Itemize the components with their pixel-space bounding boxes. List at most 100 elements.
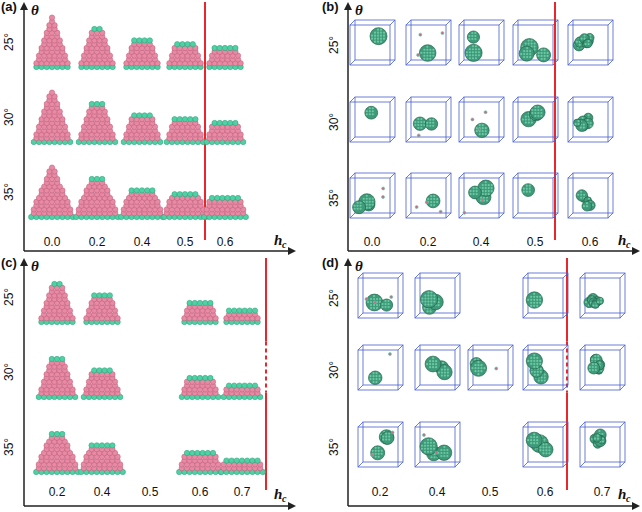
micelle-bead <box>429 52 431 54</box>
theta-axis <box>347 264 349 506</box>
micelle-bead <box>430 201 432 203</box>
micelle-bead <box>474 38 476 40</box>
box-edge <box>455 345 460 350</box>
micelle-bead <box>427 294 429 296</box>
box-back <box>355 97 395 137</box>
wall-bead <box>203 300 208 305</box>
micelle-bead <box>377 41 379 43</box>
micelle-bead <box>427 300 429 302</box>
cone-bead <box>49 90 54 95</box>
micelle-bead <box>371 38 373 40</box>
micelle-bead <box>380 35 382 37</box>
wall-bead <box>229 458 234 463</box>
micelle-bead <box>528 42 530 44</box>
micelle-bead <box>383 32 385 34</box>
wall-bead <box>54 356 59 361</box>
micelle-bead <box>537 55 539 57</box>
micelle-bead <box>366 207 368 209</box>
box-front <box>350 178 390 218</box>
micelle-bead <box>543 58 545 60</box>
box-back <box>585 273 625 313</box>
micelle-bead <box>534 109 536 111</box>
axis-arrowhead <box>288 502 296 510</box>
micelle-bead <box>587 119 589 121</box>
micelle-bead <box>469 48 471 50</box>
micelle-bead <box>469 54 471 56</box>
micelle-bead <box>536 299 538 301</box>
wall-bead <box>187 300 192 305</box>
wall-bead <box>97 368 102 373</box>
hc-axis <box>348 250 634 252</box>
box-edge <box>406 173 411 178</box>
micelle-bead <box>469 57 471 59</box>
micelle-bead <box>583 123 585 125</box>
box-edge <box>459 173 464 178</box>
micelle-bead <box>486 196 488 198</box>
free-molecule <box>417 53 420 56</box>
wall-bead <box>57 281 62 286</box>
micelle-bead <box>577 120 579 122</box>
micelle-bead <box>420 118 422 120</box>
micelle-bead <box>579 44 581 46</box>
micelle-bead <box>526 53 528 55</box>
micelle-bead <box>475 190 477 192</box>
micelle-bead <box>529 188 531 190</box>
box-back <box>355 20 395 60</box>
micelle-bead <box>372 201 374 203</box>
micelle-bead <box>581 117 583 119</box>
micelle-bead <box>529 50 531 52</box>
micelle-bead <box>466 51 468 53</box>
wall-bead <box>147 113 152 118</box>
box-edge <box>446 97 451 102</box>
micelle-bead <box>526 188 528 190</box>
micelle-bead <box>471 38 473 40</box>
wall-bead <box>60 431 65 436</box>
micelle-bead <box>531 112 533 114</box>
wall-bead <box>252 383 257 388</box>
box-edge <box>415 385 420 390</box>
wall-bead <box>197 300 202 305</box>
box-edge <box>568 173 573 178</box>
box-back <box>573 173 613 213</box>
micelle-bead <box>466 54 468 56</box>
micelle-bead <box>534 115 536 117</box>
box-edge <box>459 60 464 65</box>
micelle-bead <box>380 29 382 31</box>
free-molecule <box>415 206 418 209</box>
micelle-bead <box>536 296 538 298</box>
micelle-bead <box>430 204 432 206</box>
wall-bead <box>97 293 102 298</box>
box-back <box>573 20 613 60</box>
micelle-bead <box>580 197 582 199</box>
box-edge <box>358 385 363 390</box>
wall-bead <box>94 101 99 106</box>
free-molecule <box>425 201 428 204</box>
micelle-bead <box>540 112 542 114</box>
micelle-bead <box>366 113 368 115</box>
wall-bead <box>197 375 202 380</box>
micelle-bead <box>376 304 378 306</box>
micelle-bead <box>432 119 434 121</box>
box-front <box>459 178 499 218</box>
axis-arrowhead <box>632 247 640 255</box>
box-edge <box>513 173 518 178</box>
micelle-bead <box>430 291 432 293</box>
wall-bead <box>233 45 238 50</box>
wall-bead <box>105 443 110 448</box>
box-back <box>363 345 403 385</box>
micelle-bead <box>474 35 476 37</box>
box-edge <box>358 345 363 350</box>
micelle-bead <box>423 49 425 51</box>
phase-boundary <box>554 2 556 240</box>
micelle-bead <box>424 294 426 296</box>
box-back <box>518 173 558 213</box>
wall-bead <box>192 300 197 305</box>
wall-bead <box>145 188 150 193</box>
micelle-bead <box>377 38 379 40</box>
box-edge <box>513 60 518 65</box>
box-edge <box>390 97 395 102</box>
micelle-bead <box>526 47 528 49</box>
wall-bead <box>184 450 189 455</box>
wall-bead <box>224 458 229 463</box>
micelle-bead <box>373 304 375 306</box>
